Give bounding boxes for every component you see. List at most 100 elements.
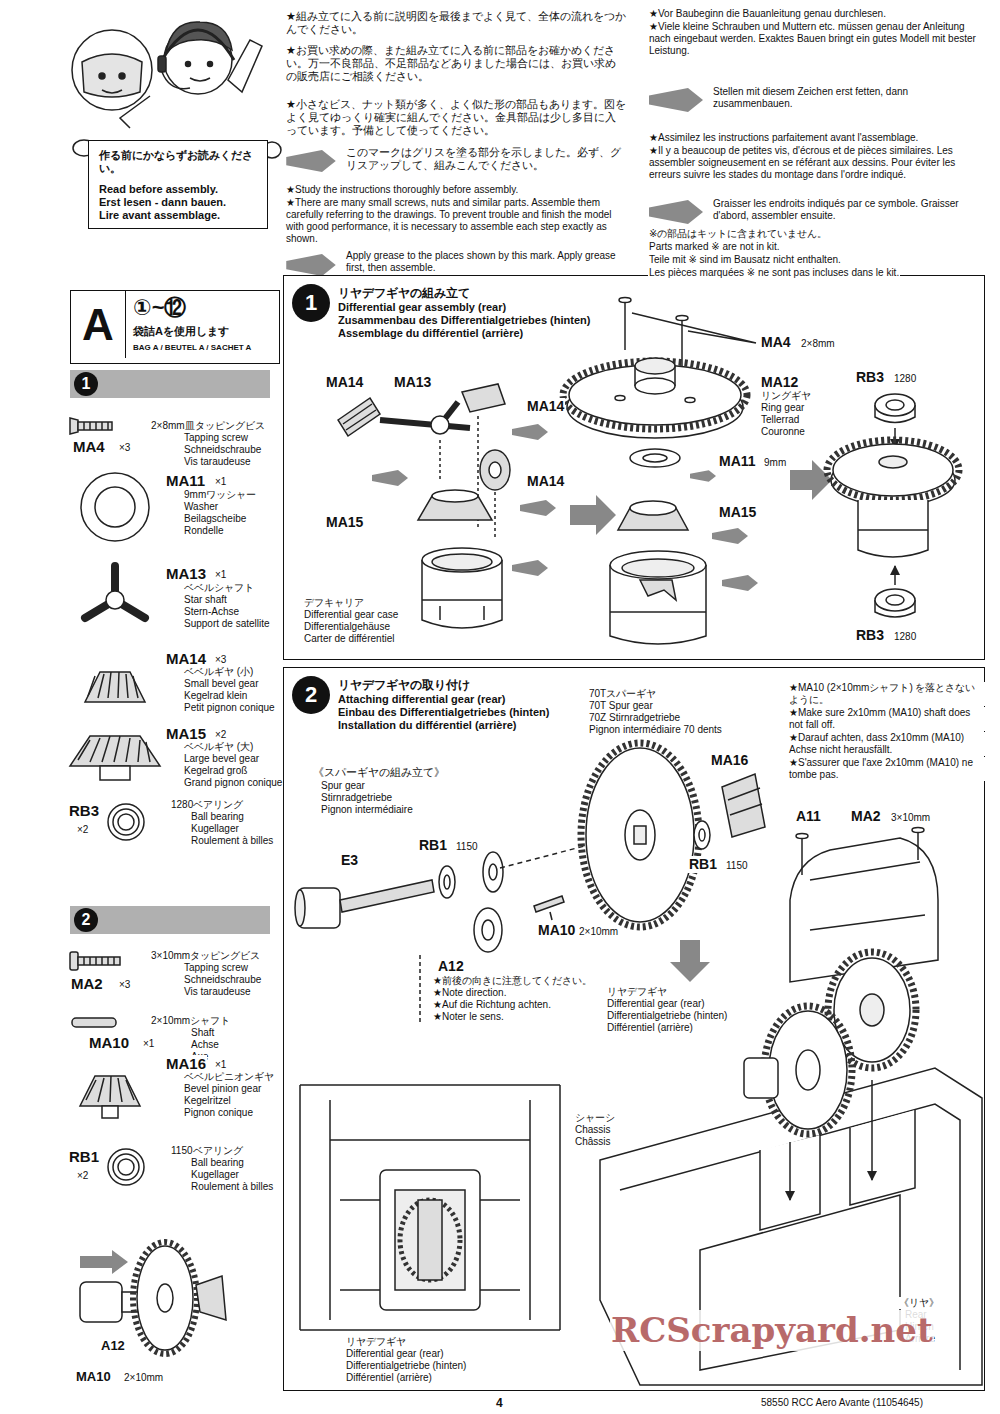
part-label: MA14 xyxy=(526,398,565,415)
diff-assembly-art xyxy=(685,398,695,403)
instruction-text: Graisser les endroits indiqués par ce sy… xyxy=(712,198,984,222)
node-text: リヤデフギヤの取り付け xyxy=(338,678,470,692)
part-label: MA14 xyxy=(325,374,364,391)
gearbox-install-art xyxy=(670,940,710,982)
grease-mark xyxy=(712,528,748,544)
parts-icons xyxy=(102,1106,118,1118)
parts-icons xyxy=(85,672,145,702)
part-label: Différentiel (arrière) xyxy=(606,1022,694,1034)
grease-mark xyxy=(286,150,336,172)
diff-assembly-art xyxy=(462,384,505,412)
part-label: Differentialgehäuse xyxy=(303,621,391,633)
parts-list-text: 2×10mmシャフト xyxy=(150,1015,231,1027)
spur-gear-art xyxy=(444,875,450,889)
diff-assembly-art xyxy=(894,566,896,585)
diff-assembly-art xyxy=(676,316,688,321)
part-label: 9mm xyxy=(763,457,787,469)
gearbox-install-art xyxy=(801,836,803,875)
diff-assembly-art xyxy=(422,600,502,620)
part-label: RB3 xyxy=(855,369,885,386)
diff-assembly-art xyxy=(615,396,625,401)
parts-icons xyxy=(84,957,114,965)
diff-assembly-art xyxy=(440,416,495,540)
node-text: 作る前にかならずお読みください。 xyxy=(99,149,259,175)
spur-gear-art xyxy=(694,821,710,849)
grease-mark xyxy=(286,254,336,276)
part-label: 70T Spur gear xyxy=(588,700,654,712)
grease-mark xyxy=(520,500,556,516)
spur-gear-art xyxy=(699,829,705,841)
parts-list-text: Petit pignon conique xyxy=(183,702,276,714)
gearbox-install-art xyxy=(600,828,982,1386)
part-label: Différentiel (arrière) xyxy=(345,1372,433,1384)
bag-header: A①~⑫袋詰Aを使用しますBAG A / BEUTEL A / SACHET A xyxy=(70,290,280,364)
parts-list-text: Tapping screw xyxy=(183,432,249,444)
parts-icons xyxy=(86,1076,134,1102)
part-label: MA10 xyxy=(537,922,576,939)
gearbox-install-art xyxy=(917,830,919,860)
parts-list-text: RB3 xyxy=(68,802,100,820)
top-view-inset xyxy=(380,1170,480,1310)
part-label: 70Z Stirnradgetriebe xyxy=(588,712,681,724)
instruction-text: ※の部品はキットに含まれていません。 xyxy=(648,228,828,240)
diff-assembly-art xyxy=(343,404,376,430)
spur-gear-art xyxy=(728,788,762,815)
parts-list-text: 1280ベアリング xyxy=(170,799,244,811)
part-label: MA13 xyxy=(393,374,432,391)
step-panel: リヤデフギヤの組み立てDifferential gear assembly (r… xyxy=(283,275,985,660)
grease-mark xyxy=(722,575,758,591)
node-text: 2 xyxy=(74,908,98,932)
parts-list-text: ×2 xyxy=(214,729,227,741)
part-label: Carter de différentiel xyxy=(303,633,395,645)
diff-assembly-art xyxy=(622,559,694,577)
step-number: 1 xyxy=(292,284,330,322)
parts-list-text: Ball bearing xyxy=(190,1157,245,1169)
parts-icons xyxy=(70,736,160,766)
cartoon-mechanics xyxy=(99,73,105,79)
spur-gear-art xyxy=(625,810,655,860)
parts-icons xyxy=(70,418,78,434)
diff-assembly-art xyxy=(480,450,510,490)
part-label: ★S'assurer que l'axe 2x10mm (MA10) ne to… xyxy=(788,757,985,781)
watermark: RCScrapyard.net xyxy=(610,1310,934,1351)
parts-list-text: MA10 xyxy=(75,1369,112,1385)
diff-assembly-art xyxy=(790,460,832,500)
parts-list-text: Pignon conique xyxy=(183,1107,254,1119)
top-view-inset xyxy=(330,1100,530,1320)
part-label: Spur gear xyxy=(320,780,366,792)
parts-icons xyxy=(85,566,145,618)
part-label: Differentialgetriebe (hinten) xyxy=(345,1360,467,1372)
gearbox-install-art xyxy=(912,828,924,833)
part-label: MA15 xyxy=(325,514,364,531)
spur-gear-inset xyxy=(80,1242,226,1354)
spur-gear-art xyxy=(586,748,694,922)
diff-assembly-art xyxy=(610,551,706,579)
parts-list-text: Kegelrad klein xyxy=(183,690,248,702)
spur-gear-art xyxy=(340,880,434,912)
node-text: 1 xyxy=(292,284,330,322)
node-text: Read before assembly. xyxy=(99,183,218,196)
spur-gear-art xyxy=(634,826,646,844)
diff-assembly-art xyxy=(833,444,953,496)
part-label: RB1 xyxy=(688,856,718,873)
diff-assembly-art xyxy=(632,313,756,343)
parts-list-text: Kegelrad groß xyxy=(183,765,248,777)
diff-assembly-art xyxy=(619,298,631,303)
instruction-text: ★Il y a beaucoup de petites vis, d'écrou… xyxy=(648,145,990,181)
parts-list-text: ベベルギヤ (大) xyxy=(183,741,254,753)
grease-mark xyxy=(649,200,703,224)
instruction-text: ★お買い求めの際、また組み立てに入る前に部品をお確かめください。万一不良部品、不… xyxy=(285,44,627,84)
cartoon-mechanics xyxy=(158,56,166,72)
spur-gear-art xyxy=(295,890,305,926)
part-label: 1280 xyxy=(893,373,917,385)
part-label: ★Note direction. xyxy=(432,987,507,999)
parts-icons xyxy=(70,952,78,970)
part-label: リヤデフギヤ xyxy=(606,986,668,998)
node-text: Einbau des Differentialgetriebes (hinten… xyxy=(338,706,549,719)
node-text: 2 xyxy=(292,676,330,714)
parts-list-text: Beilagscheibe xyxy=(183,513,247,525)
spur-gear-art xyxy=(295,743,765,1025)
cartoon-mechanics xyxy=(102,90,122,93)
parts-list-text: Stern-Achse xyxy=(183,606,240,618)
part-label: 2×8mm xyxy=(800,338,836,350)
